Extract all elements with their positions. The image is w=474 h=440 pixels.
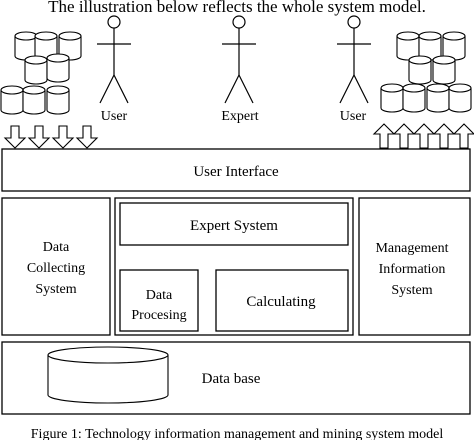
data-collecting-label-line2: Collecting xyxy=(27,261,85,276)
actor-head xyxy=(107,15,121,29)
database-cylinder-icon xyxy=(46,53,70,83)
database-cylinder-icon xyxy=(34,31,58,61)
management-information-system-box xyxy=(358,197,471,336)
expert-system-box xyxy=(119,202,349,246)
arrows-into-interface xyxy=(3,125,99,149)
database-cylinder-icon xyxy=(432,55,456,85)
database-cylinder-icon xyxy=(402,83,426,113)
database-cylinder-icon xyxy=(380,83,404,113)
expert-system-label: Expert System xyxy=(190,218,278,234)
data-processing-label-line2: Procesing xyxy=(131,308,186,323)
arrow-down-icon xyxy=(51,125,75,149)
database-cylinder-icon xyxy=(58,31,82,61)
figure-caption: Figure 1: Technology information managem… xyxy=(31,427,444,440)
actor-user-left: User xyxy=(97,15,131,124)
database-stack-left xyxy=(0,31,82,115)
database-cylinder-icon xyxy=(426,83,450,113)
database-stack-right xyxy=(380,31,472,113)
database-cylinder-icon xyxy=(0,85,24,115)
database-cylinder-icon xyxy=(448,83,472,113)
actor-expert: Expert xyxy=(221,15,259,124)
header-text: The illustration below reflects the whol… xyxy=(48,0,426,16)
arrow-up-icon xyxy=(392,123,416,149)
actor-label-user-left: User xyxy=(101,109,128,124)
data-processing-label-line1: Data xyxy=(146,288,173,303)
arrow-down-icon xyxy=(27,125,51,149)
data-collecting-label-line1: Data xyxy=(43,240,70,255)
mis-label-line2: Information xyxy=(379,262,446,277)
actor-user-right: User xyxy=(337,15,371,124)
actor-head xyxy=(232,15,246,29)
database-cylinder-icon xyxy=(22,85,46,115)
arrow-down-icon xyxy=(3,125,27,149)
actor-head xyxy=(347,15,361,29)
data-collecting-label-line3: System xyxy=(35,282,76,297)
calculating-label: Calculating xyxy=(246,294,316,310)
database-cylinder-icon xyxy=(47,346,169,404)
arrows-out-of-interface xyxy=(372,123,474,149)
user-interface-label: User Interface xyxy=(193,164,279,180)
mis-label-line3: System xyxy=(391,283,432,298)
arrow-up-icon xyxy=(372,123,396,149)
arrow-up-icon xyxy=(452,123,474,149)
mis-label-line1: Management xyxy=(375,241,448,256)
arrow-up-icon xyxy=(432,123,456,149)
database-cylinder-icon xyxy=(408,55,432,85)
data-processing-box xyxy=(119,269,199,332)
database-cylinder-icon xyxy=(24,55,48,85)
arrow-up-icon xyxy=(412,123,436,149)
user-interface-box xyxy=(1,148,471,192)
database-cylinder-icon xyxy=(46,85,70,115)
calculating-box xyxy=(215,269,349,332)
database-label: Data base xyxy=(202,371,261,387)
actor-label-user-right: User xyxy=(340,109,367,124)
arrow-down-icon xyxy=(75,125,99,149)
actor-label-expert: Expert xyxy=(221,109,258,124)
data-collecting-system-box xyxy=(1,197,111,336)
